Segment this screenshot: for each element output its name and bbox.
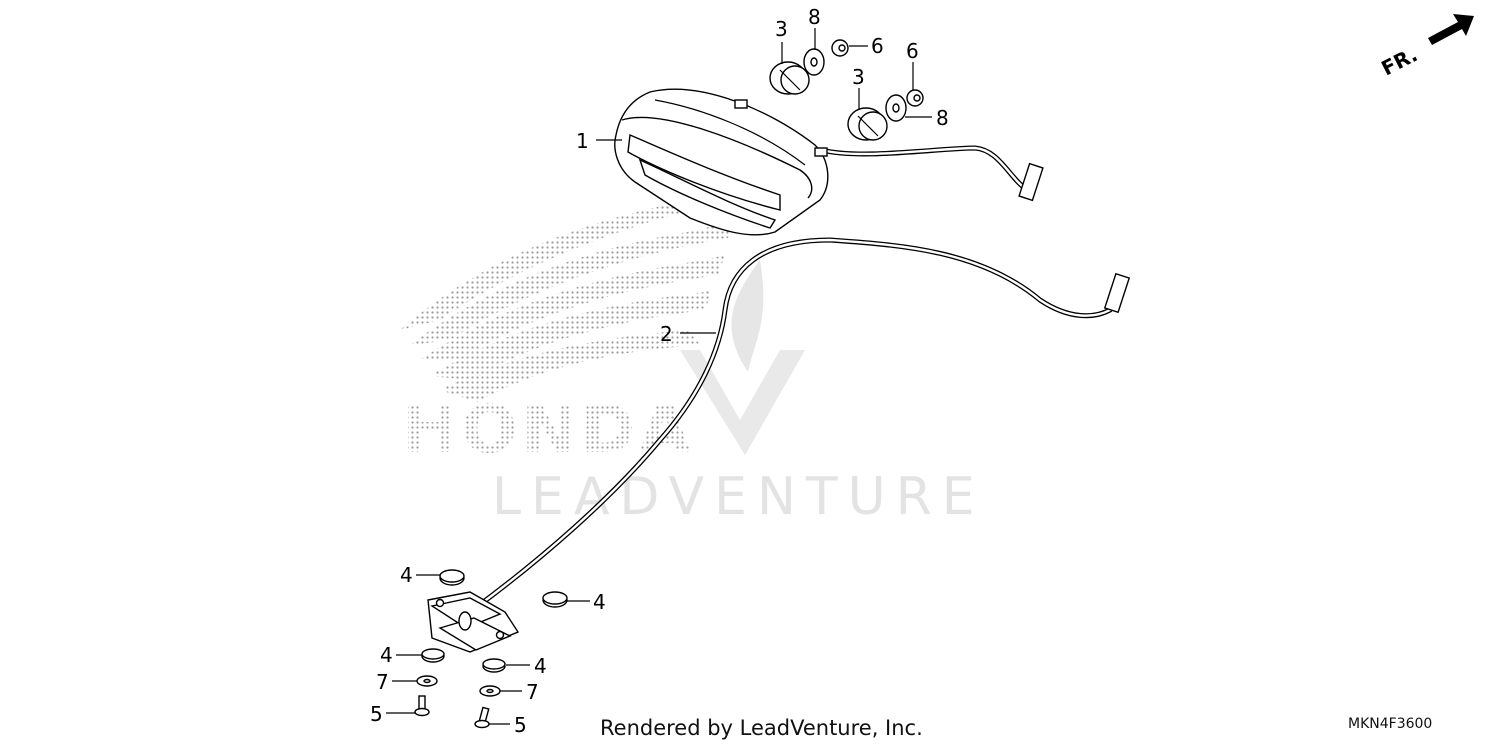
screw-right <box>474 706 490 729</box>
callout-screw-left: 5 <box>370 702 383 726</box>
grommet-b <box>847 107 888 141</box>
nut-b <box>906 89 924 107</box>
watermark-honda-wordmark: HONDA <box>402 391 694 468</box>
mounting-hardware <box>769 39 924 141</box>
callout-rubber-2: 4 <box>593 590 606 614</box>
front-direction-indicator: FR. <box>1377 14 1474 80</box>
taillight-assembly <box>614 88 829 236</box>
license-light-hardware <box>414 569 568 729</box>
callout-harness: 2 <box>660 322 673 346</box>
callout-grommet-a: 3 <box>775 17 788 41</box>
license-light-harness <box>475 237 1131 609</box>
grommet-a <box>769 61 810 95</box>
taillight-stud-b <box>814 147 828 157</box>
leadventure-v-mark <box>680 350 805 455</box>
taillight-lead-wire <box>819 145 1044 202</box>
callout-nut-b: 6 <box>906 39 919 63</box>
callout-nut-a: 6 <box>871 34 884 58</box>
honda-wing-logo <box>400 178 742 402</box>
license-light-assembly <box>427 591 520 653</box>
nut-a <box>831 39 849 57</box>
callout-rubber-4: 4 <box>534 654 547 678</box>
callout-grommet-b: 3 <box>852 65 865 89</box>
callout-labels: 1 2 3 8 6 3 6 8 4 4 4 4 7 7 5 5 <box>370 5 949 737</box>
callout-washer-b: 8 <box>936 106 949 130</box>
callout-washer-right: 7 <box>526 680 539 704</box>
taillight-connector <box>1018 162 1044 202</box>
rubber-3 <box>421 648 445 663</box>
render-credit: Rendered by LeadVenture, Inc. <box>600 716 923 740</box>
honda-watermark: HONDA LEADVENTURE <box>400 178 985 527</box>
rubber-2 <box>542 591 568 608</box>
taillight-stud-a <box>734 99 748 109</box>
washer-b <box>885 94 907 122</box>
callout-washer-a: 8 <box>808 5 821 29</box>
washer-right <box>479 685 501 697</box>
diagram-code: MKN4F3600 <box>1348 716 1433 732</box>
harness-connector <box>1103 272 1131 314</box>
front-arrow-icon <box>1428 14 1474 45</box>
leadventure-flame-mark <box>731 260 764 372</box>
rubber-1 <box>439 569 465 586</box>
callout-washer-left: 7 <box>376 670 389 694</box>
callout-rubber-1: 4 <box>400 563 413 587</box>
rubber-4 <box>482 658 506 673</box>
screw-left <box>414 695 430 717</box>
front-direction-label: FR. <box>1377 42 1421 80</box>
leader-lines <box>386 28 932 725</box>
callout-screw-right: 5 <box>514 713 527 737</box>
washer-left <box>416 675 438 687</box>
callout-taillight: 1 <box>576 129 589 153</box>
watermark-leadventure: LEADVENTURE <box>492 467 985 527</box>
washer-a <box>803 48 825 76</box>
callout-rubber-3: 4 <box>380 643 393 667</box>
